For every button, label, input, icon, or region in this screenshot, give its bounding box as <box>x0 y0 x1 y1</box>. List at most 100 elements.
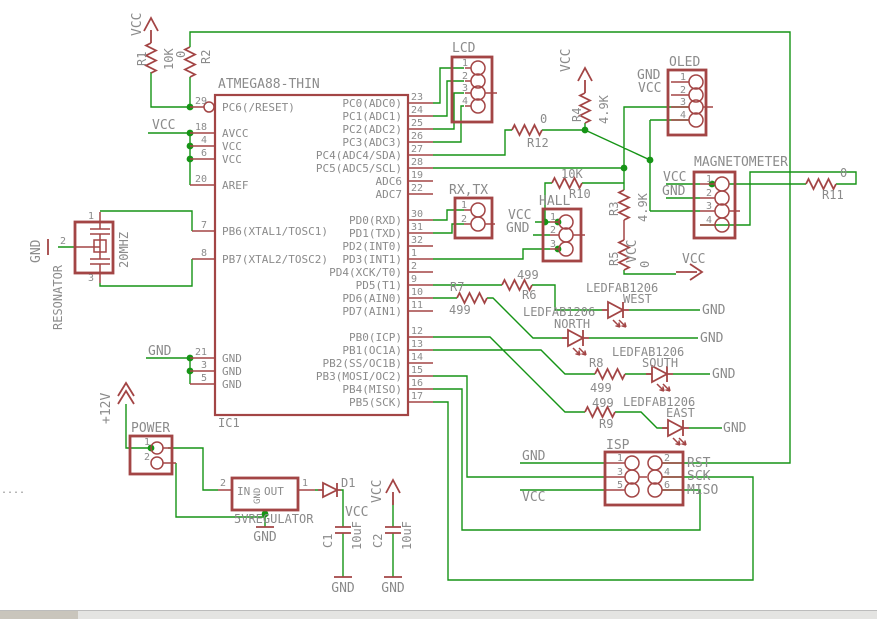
resistor-r12[interactable] <box>511 124 543 136</box>
pin-pad <box>688 99 704 115</box>
pin-number: 5 <box>617 480 623 491</box>
regulator-body[interactable] <box>230 476 300 512</box>
pin-name: PD4(XCK/T0) <box>329 266 402 279</box>
pin-name: PC2(ADC2) <box>342 123 402 136</box>
pin-number: 2 <box>462 71 468 82</box>
pin-name: ADC6 <box>376 175 403 188</box>
ic-part-label: ATMEGA88-THIN <box>218 77 320 92</box>
gnd-net-label: GND <box>712 367 736 382</box>
pin-name: PB0(ICP) <box>349 331 402 344</box>
ic-body[interactable] <box>213 93 410 417</box>
pin-number: 1 <box>680 72 686 83</box>
pin-number: 16 <box>411 378 423 389</box>
pin-pad <box>558 214 574 230</box>
connector-lcd[interactable]: LCD 1 2 3 4 <box>450 41 494 124</box>
vcc-net-label: VCC <box>625 240 640 263</box>
connector-rxtx[interactable]: RX,TX 1 2 <box>449 183 494 240</box>
connector-isp[interactable]: ISP 1 2 3 4 5 6 GND VCC RST SCK MISO <box>522 438 718 507</box>
scrollbar-track[interactable] <box>0 611 877 619</box>
connector-oled[interactable]: OLED 1 2 3 4 GND VCC <box>637 55 708 137</box>
led-part-label: LEDFAB1206 <box>523 305 595 319</box>
component-regulator[interactable]: IN OUT GND 2 1 5VREGULATOR GND <box>220 476 314 545</box>
pin-name: PD6(AIN0) <box>342 292 402 305</box>
horizontal-scrollbar[interactable] <box>0 610 877 619</box>
lcd-title: LCD <box>452 41 476 56</box>
pin-name: PD5(T1) <box>356 279 402 292</box>
ref-label: R4 <box>570 108 584 122</box>
pin-pad <box>714 176 730 192</box>
pin-name: PC1(ADC1) <box>342 110 402 123</box>
pin-number: 13 <box>411 339 423 350</box>
isp-body[interactable] <box>603 450 685 507</box>
pin-number: 24 <box>411 105 423 116</box>
pin-number: 26 <box>411 131 423 142</box>
pin-number: 1 <box>550 212 556 223</box>
pin-name: GND <box>222 365 242 378</box>
scrollbar-thumb[interactable] <box>0 611 78 619</box>
value-label: 10uF <box>350 521 364 550</box>
pin-name: VCC <box>222 153 242 166</box>
junction-dot <box>581 126 589 134</box>
pin-name: AREF <box>222 179 249 192</box>
regulator-out-pin: OUT <box>264 485 284 498</box>
leds[interactable]: LEDFAB1206 WEST LEDFAB1206 NORTH LEDFAB1… <box>523 281 747 446</box>
vcc-net-label: VCC <box>522 490 545 505</box>
vcc-net-label: VCC <box>663 170 686 185</box>
pin-number: 5 <box>201 373 207 384</box>
pin-number: 4 <box>664 467 670 478</box>
ref-label: R12 <box>527 136 549 150</box>
pin-number: 6 <box>201 148 207 159</box>
value-label: 499 <box>517 268 539 282</box>
pin-number: 1 <box>411 248 417 259</box>
net-labels: VCC VCC GND VCC VCC VCC .... <box>1 13 705 496</box>
power-body[interactable] <box>128 434 174 476</box>
led-part-label: LEDFAB1206 <box>612 345 684 359</box>
pin-pad <box>150 456 164 470</box>
pin-pad <box>624 469 640 485</box>
hall-body[interactable] <box>541 207 583 263</box>
pin-pad <box>470 202 486 218</box>
gnd-net-label: GND <box>29 239 44 263</box>
rxtx-body[interactable] <box>453 196 494 240</box>
led-part-label: LEDFAB1206 <box>623 395 695 409</box>
pin-pad <box>470 85 486 101</box>
led-east[interactable] <box>661 419 690 446</box>
pin-number: 32 <box>411 235 423 246</box>
resistor-r7[interactable] <box>456 292 488 304</box>
pin-number: 25 <box>411 118 423 129</box>
pin-name: ADC7 <box>376 188 403 201</box>
pin-pad <box>624 482 640 498</box>
component-c1[interactable]: C1 10uF GND <box>321 521 364 596</box>
oled-body[interactable] <box>666 68 708 137</box>
ref-label: C2 <box>371 534 385 548</box>
gnd-net-label: GND <box>522 449 546 464</box>
gnd-net-label: GND <box>662 184 686 199</box>
led-part-label: LEDFAB1206 <box>586 281 658 295</box>
pin-pad <box>470 60 486 76</box>
vcc-net-label: VCC <box>559 49 574 72</box>
connector-hall[interactable]: HALL 1 2 3 VCC GND <box>506 194 583 263</box>
vcc-net-label: VCC <box>682 252 705 267</box>
pin-number: 3 <box>550 239 556 250</box>
p12v-arrow-icon <box>117 381 135 405</box>
component-c2[interactable]: C2 10uF GND VCC <box>370 480 414 596</box>
value-label: 0 <box>174 51 188 58</box>
connector-magnetometer[interactable]: MAGNETOMETER 1 2 3 4 VCC GND <box>662 155 788 240</box>
pin-number: 3 <box>201 360 207 371</box>
lcd-body[interactable] <box>450 55 494 124</box>
pin-number: 2 <box>461 214 467 225</box>
resonator-title: RESONATOR <box>51 264 65 330</box>
magnetometer-body[interactable] <box>692 170 737 240</box>
resistor-r8[interactable] <box>594 368 626 380</box>
sck-net-label: SCK <box>687 469 711 484</box>
led-north[interactable] <box>561 329 590 356</box>
component-d1[interactable]: D1 VCC <box>318 476 368 520</box>
value-label: 4.9K <box>636 192 650 222</box>
pin-name: PB7(XTAL2/TOSC2) <box>222 253 328 266</box>
pin-number: 1 <box>88 211 94 222</box>
component-resonator[interactable]: 20MHZ RESONATOR 1 2 3 GND <box>29 211 131 330</box>
connector-power[interactable]: POWER 1 2 +12V <box>99 393 174 476</box>
